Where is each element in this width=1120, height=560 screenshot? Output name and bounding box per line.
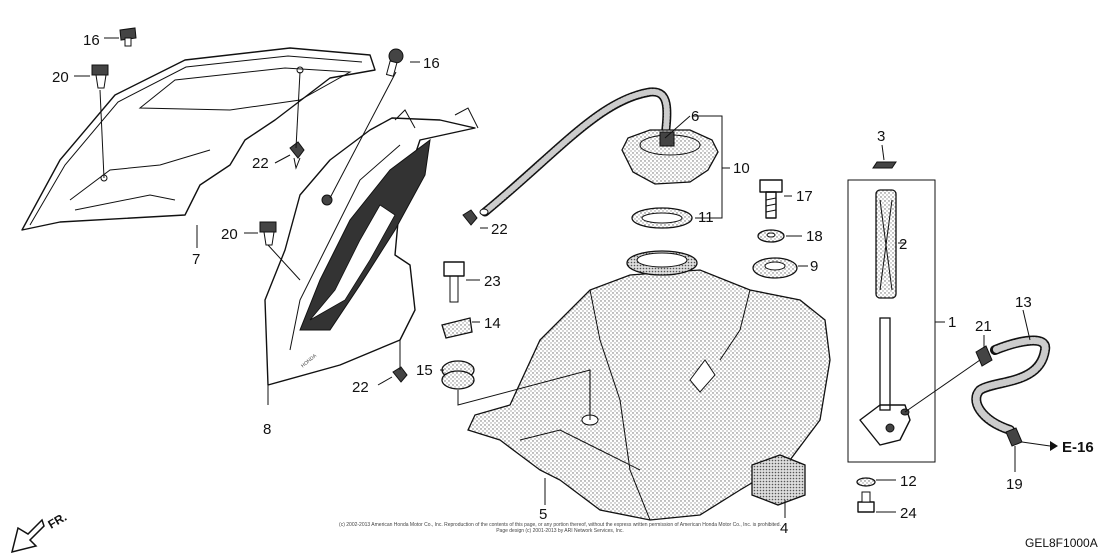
bolt-23 bbox=[443, 261, 465, 303]
fuel-valve bbox=[859, 317, 911, 446]
callout-15: 15 bbox=[416, 362, 433, 379]
callout-18: 18 bbox=[806, 228, 823, 245]
fuel-cap bbox=[621, 129, 719, 185]
rubber-9 bbox=[752, 257, 798, 279]
fuel-tank bbox=[467, 250, 831, 521]
callout-9: 9 bbox=[810, 258, 818, 275]
hose-clip-19 bbox=[1005, 427, 1023, 447]
shroud-cover-7 bbox=[21, 47, 376, 231]
callout-23: 23 bbox=[484, 273, 501, 290]
callout-3: 3 bbox=[877, 128, 885, 145]
callout-20: 20 bbox=[221, 226, 238, 243]
callout-10: 10 bbox=[733, 160, 750, 177]
callout-11: 11 bbox=[698, 209, 714, 226]
washer-18 bbox=[757, 229, 785, 243]
page-design-notice: Page design (c) 2001-2013 by ARI Network… bbox=[496, 528, 624, 534]
callout-16: 16 bbox=[83, 32, 100, 49]
o-ring-3 bbox=[872, 161, 897, 169]
callout-22: 22 bbox=[491, 221, 508, 238]
bolt-24 bbox=[857, 491, 875, 513]
callout-4: 4 bbox=[780, 520, 788, 537]
clip-22c bbox=[392, 366, 408, 383]
callout-22: 22 bbox=[252, 155, 269, 172]
bolt-17 bbox=[759, 179, 783, 219]
callout-13: 13 bbox=[1015, 294, 1032, 311]
clip-20b bbox=[259, 221, 277, 246]
callout-14: 14 bbox=[484, 315, 501, 332]
leader-lines bbox=[74, 37, 1058, 518]
clip-22a bbox=[289, 141, 305, 170]
callout-17: 17 bbox=[796, 188, 813, 205]
callout-5: 5 bbox=[539, 506, 547, 523]
drawing-code: GEL8F1000A bbox=[1025, 536, 1098, 550]
cap-gasket bbox=[631, 207, 693, 229]
callout-7: 7 bbox=[192, 251, 200, 268]
cushion-4 bbox=[751, 454, 806, 506]
callout-12: 12 bbox=[900, 473, 917, 490]
callout-20: 20 bbox=[52, 69, 69, 86]
washer-12 bbox=[856, 477, 876, 487]
section-reference[interactable]: E-16 bbox=[1062, 439, 1094, 456]
callout-8: 8 bbox=[263, 421, 271, 438]
front-direction-indicator: FR. bbox=[10, 510, 69, 554]
callout-19: 19 bbox=[1006, 476, 1023, 493]
svg-text:HONDA: HONDA bbox=[300, 353, 318, 370]
clip-20a bbox=[91, 64, 109, 89]
screw-16b bbox=[385, 48, 404, 77]
callout-1: 1 bbox=[948, 314, 956, 331]
screw-16a bbox=[119, 27, 137, 47]
breather-hose bbox=[479, 87, 672, 217]
callout-2: 2 bbox=[899, 236, 907, 253]
callout-16: 16 bbox=[423, 55, 440, 72]
fuel-strainer bbox=[875, 189, 897, 299]
fuel-hose bbox=[904, 335, 1051, 435]
callout-6: 6 bbox=[691, 108, 699, 125]
copyright-notice: (c) 2002-2013 American Honda Motor Co., … bbox=[339, 522, 781, 528]
clip-22b bbox=[462, 209, 478, 226]
callout-bracket-1 bbox=[847, 179, 936, 463]
collar-14 bbox=[441, 317, 473, 339]
hose-clip-21 bbox=[975, 345, 993, 367]
front-arrow-icon bbox=[10, 518, 45, 554]
callout-21: 21 bbox=[975, 318, 992, 335]
callout-22: 22 bbox=[352, 379, 369, 396]
front-label: FR. bbox=[45, 510, 69, 532]
rubber-15 bbox=[441, 360, 475, 390]
callout-labels: 16 20 16 22 7 20 23 14 15 22 8 22 6 10 1… bbox=[52, 32, 1032, 537]
callout-24: 24 bbox=[900, 505, 917, 522]
